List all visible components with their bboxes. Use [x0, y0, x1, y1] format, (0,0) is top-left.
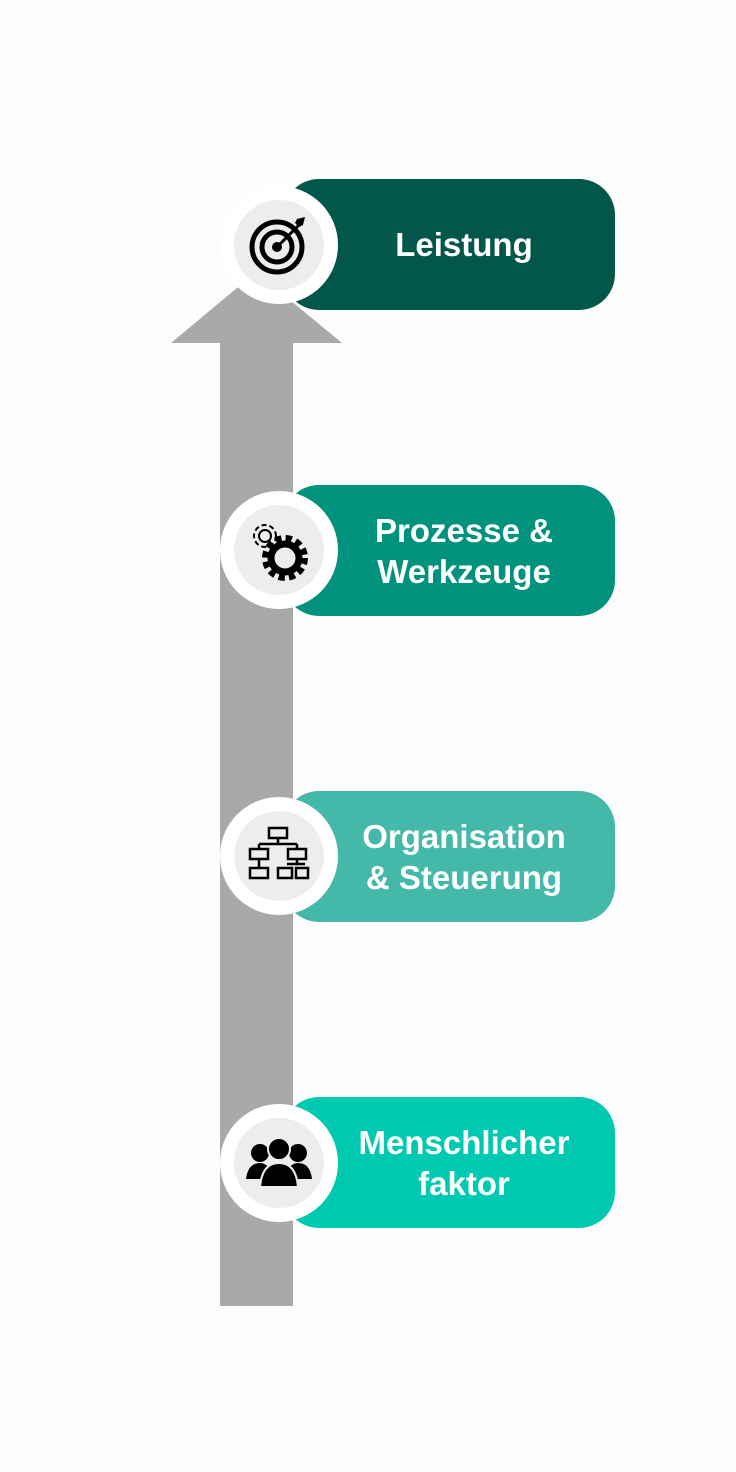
target-icon [249, 217, 305, 275]
step-label: Organisation & Steuerung [362, 817, 566, 896]
people-icon-badge [220, 1104, 338, 1222]
gears-icon-badge [220, 491, 338, 609]
step-leistung: Leistung [283, 179, 615, 310]
step-mensch: Menschlicher faktor [283, 1097, 615, 1228]
step-organisation: Organisation & Steuerung [283, 791, 615, 922]
people-icon [246, 1137, 312, 1188]
step-label: Leistung [395, 226, 533, 263]
step-label: Menschlicher faktor [358, 1123, 570, 1202]
step-label: Prozesse & Werkzeuge [375, 511, 553, 590]
target-icon-badge [220, 186, 338, 304]
org-chart-icon [248, 826, 310, 880]
gears-icon [253, 524, 308, 581]
step-prozesse: Prozesse & Werkzeuge [283, 485, 615, 616]
org-chart-icon-badge [220, 797, 338, 915]
